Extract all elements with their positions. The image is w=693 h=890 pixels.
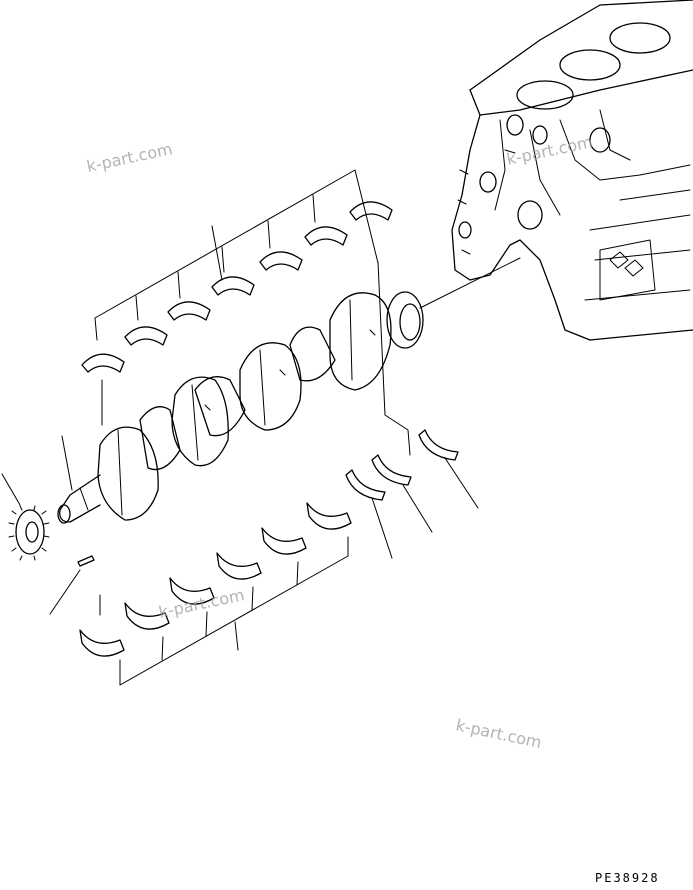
upper-bearing-leaders [94, 169, 379, 426]
watermark: k-part.com [454, 715, 543, 752]
crankshaft [57, 291, 424, 524]
watermark: k-part.com [85, 139, 174, 176]
crank-gear [8, 505, 50, 561]
crank-key [77, 555, 95, 567]
lower-main-bearings [79, 502, 352, 657]
engine-block [451, 0, 693, 341]
drawing-code: PE38928 [595, 871, 660, 885]
watermark: k-part.com [505, 132, 594, 169]
lower-bearing-leaders [99, 536, 349, 686]
thrust-leaders [371, 261, 479, 559]
thrust-washers [345, 429, 459, 501]
part-leaders [1, 257, 521, 615]
upper-main-bearings [81, 201, 393, 373]
